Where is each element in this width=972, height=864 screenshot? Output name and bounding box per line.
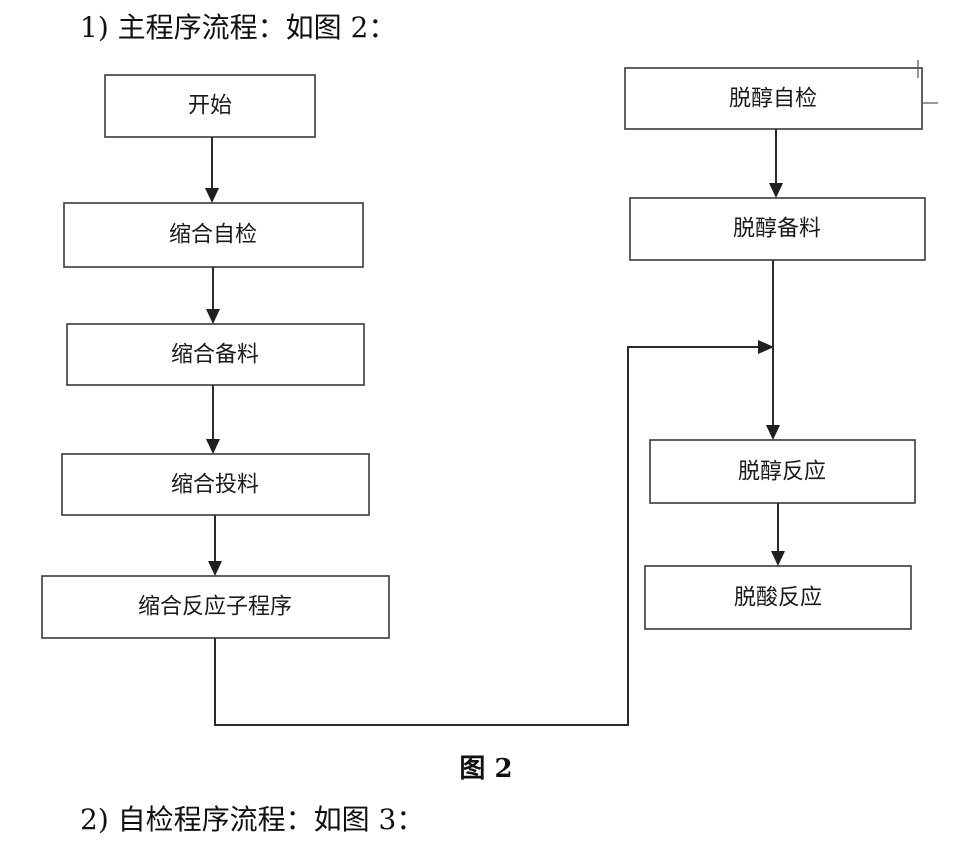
section-heading-self-check-flow: 2) 自检程序流程：如图 3： [80, 803, 425, 836]
node-condensation-self-check: 缩合自检 [63, 202, 364, 268]
node-start: 开始 [104, 74, 316, 138]
arrow-condensation-prep-to-feed [206, 385, 220, 454]
arrow-dealcohol-reaction-to-deacid [771, 503, 785, 566]
connector-subprogram-to-dealcohol-arrowhead [758, 340, 774, 354]
node-start-label: 开始 [188, 94, 232, 119]
node-dealcohol-prep-label: 脱醇备料 [733, 217, 821, 242]
node-condensation-prep-label: 缩合备料 [171, 343, 259, 368]
arrow-start-to-condensation-self-check [205, 137, 219, 203]
node-deacid-reaction-label: 脱酸反应 [734, 586, 822, 611]
node-condensation-prep: 缩合备料 [66, 323, 365, 386]
node-dealcohol-prep: 脱醇备料 [629, 197, 926, 261]
node-condensation-feed: 缩合投料 [61, 453, 370, 516]
connector-subprogram-to-dealcohol-line [214, 346, 760, 726]
section-heading-main-flow: 1) 主程序流程：如图 2： [80, 11, 397, 44]
main-program-flowchart: 开始 缩合自检 缩合备料 缩合投料 缩合反应子程序 脱醇自检 脱醇备料 脱醇反应… [41, 60, 938, 726]
node-dealcohol-reaction: 脱醇反应 [649, 439, 916, 504]
node-condensation-feed-label: 缩合投料 [171, 473, 259, 498]
node-condensation-self-check-label: 缩合自检 [169, 223, 257, 248]
node-condensation-reaction-subprogram-label: 缩合反应子程序 [138, 595, 292, 620]
arrow-dealcohol-self-check-to-prep [769, 129, 783, 198]
node-dealcohol-self-check-label: 脱醇自检 [729, 87, 817, 112]
node-dealcohol-reaction-label: 脱醇反应 [738, 460, 826, 485]
arrow-dealcohol-prep-to-reaction [766, 260, 780, 440]
node-deacid-reaction: 脱酸反应 [644, 565, 912, 630]
node-dealcohol-self-check: 脱醇自检 [624, 67, 923, 130]
node-condensation-reaction-subprogram: 缩合反应子程序 [41, 575, 390, 639]
arrow-condensation-self-check-to-prep [206, 267, 220, 324]
figure-caption: 图 2 [459, 754, 513, 784]
arrow-condensation-feed-to-reaction-subprogram [208, 515, 222, 576]
